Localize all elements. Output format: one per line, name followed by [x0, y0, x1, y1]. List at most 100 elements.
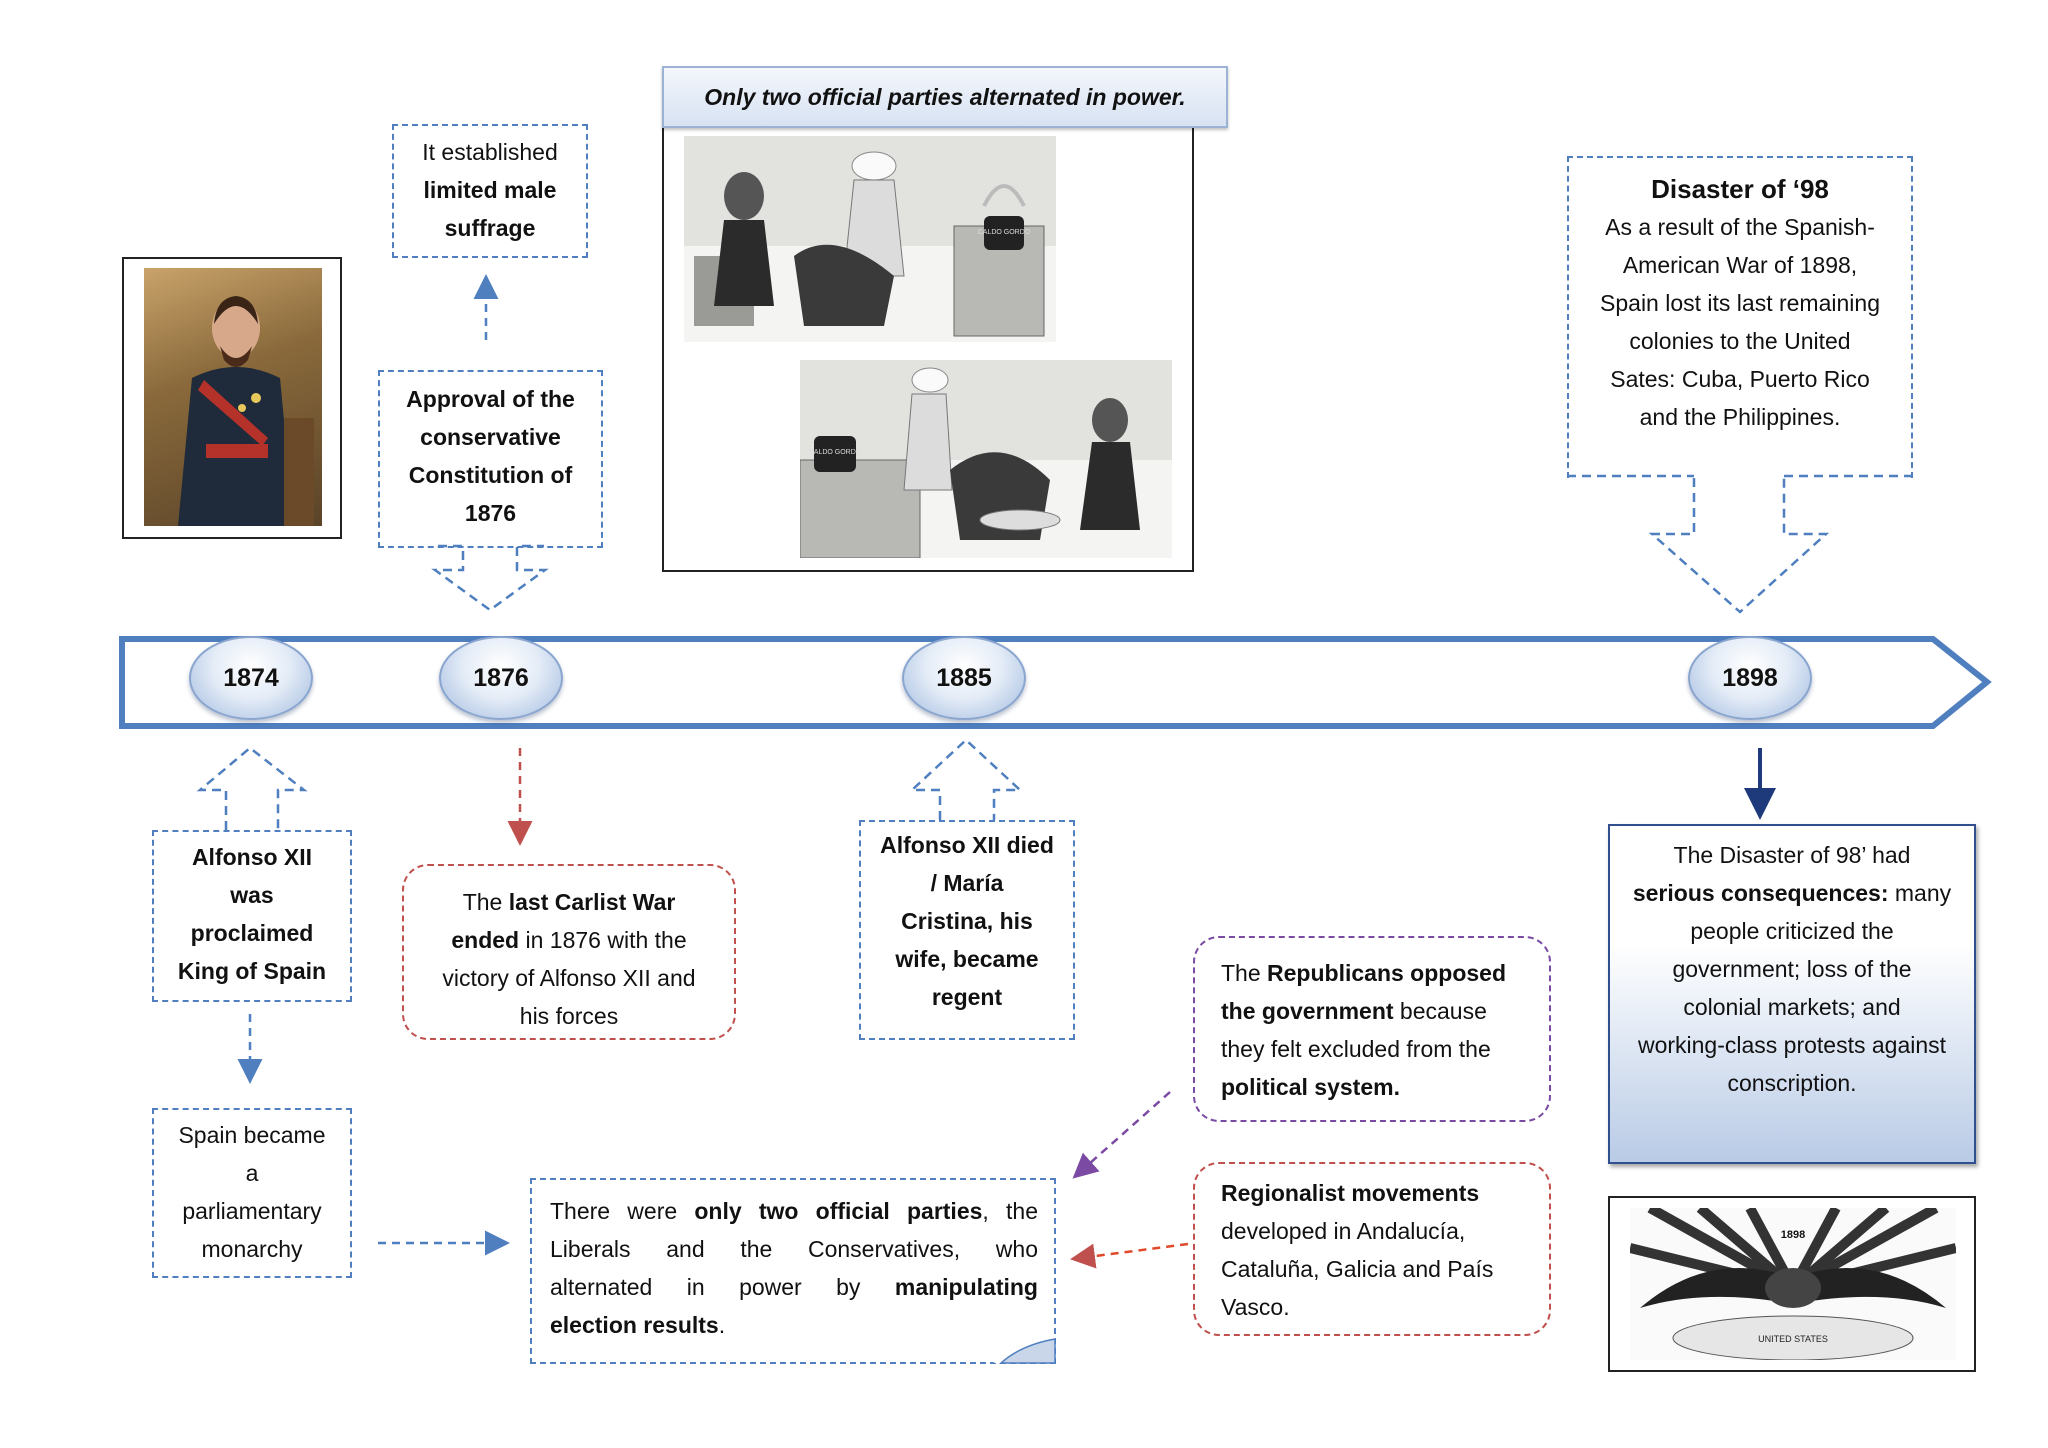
republicans-text-1: The Republicans opposed	[1221, 954, 1549, 992]
suffrage-text-3: suffrage	[444, 215, 536, 241]
regent-text-3: Cristina, his	[901, 908, 1033, 934]
carlist-text-bold: ended	[451, 927, 520, 953]
suffrage-text-2: limited male	[423, 177, 557, 203]
disaster-text-2: American War of 1898,	[1622, 252, 1858, 278]
disaster-text-4: colonies to the United	[1629, 328, 1851, 354]
caldo-label-bottom: CALDO GORDO	[809, 449, 862, 456]
carlist-text-plain: The	[462, 889, 509, 915]
constitution-text-2: conservative	[420, 424, 561, 450]
proclaimed-king-box: Alfonso XII was proclaimed King of Spain	[152, 830, 352, 1002]
parties-text-bold: only two official parties	[694, 1198, 983, 1224]
parties-text-bold: election results	[550, 1312, 719, 1338]
cartoon-image-bottom: CALDO GORDO	[800, 360, 1172, 558]
eagle-cartoon-image: 1898 UNITED STATES	[1630, 1208, 1956, 1360]
arrow-regionalist	[1070, 1242, 1189, 1269]
regent-text-2: / María	[930, 870, 1004, 896]
regent-box: Alfonso XII died / María Cristina, his w…	[859, 820, 1075, 1040]
year-label: 1876	[473, 663, 529, 692]
cartoon-caption: Only two official parties alternated in …	[662, 66, 1228, 128]
year-label: 1874	[223, 663, 279, 692]
regionalist-text-4: Vasco.	[1221, 1294, 1290, 1320]
eagle-year-text: 1898	[1781, 1229, 1805, 1241]
consequences-text-2: serious consequences: many	[1610, 874, 1974, 912]
proclaimed-text-4: King of Spain	[177, 958, 327, 984]
cartoon-frame: CALDO GORDO CALDO GORDO	[662, 120, 1194, 572]
carlist-text-bold: last Carlist War	[508, 889, 676, 915]
consequences-text-5: colonial markets; and	[1683, 994, 1901, 1020]
eagle-country-text: UNITED STATES	[1758, 1334, 1828, 1344]
republicans-text-bold: the government	[1221, 998, 1394, 1024]
year-label: 1885	[936, 663, 992, 692]
republicans-text-4: political system.	[1221, 1074, 1400, 1100]
kitchen-scene-icon: CALDO GORDO	[800, 360, 1172, 558]
parliamentary-text-1: Spain became	[178, 1122, 326, 1148]
official-parties-box: There were only two official parties, th…	[530, 1178, 1056, 1364]
parties-text-2: Liberals and the Conservatives, who	[550, 1236, 1038, 1262]
kitchen-scene-icon: CALDO GORDO	[684, 136, 1056, 342]
disaster-text-6: and the Philippines.	[1639, 404, 1841, 430]
parties-text-4: election results.	[550, 1306, 1038, 1344]
consequences-text-bold: serious consequences:	[1632, 880, 1889, 906]
hollow-arrow-1885	[908, 738, 1024, 820]
cartoon-image-top: CALDO GORDO	[684, 136, 1056, 342]
parliamentary-text-3: parliamentary	[182, 1198, 322, 1224]
regent-text-4: wife, became	[895, 946, 1039, 972]
constitution-text-3: Constitution of	[408, 462, 573, 488]
caldo-label-top: CALDO GORDO	[978, 229, 1031, 236]
disaster-title: Disaster of ‘98	[1651, 174, 1829, 204]
consequences-text-6: working-class protests against	[1637, 1032, 1947, 1058]
disaster-98-box: Disaster of ‘98 As a result of the Spani…	[1567, 156, 1913, 478]
year-node-1874: 1874	[189, 636, 313, 720]
parliamentary-monarchy-box: Spain became a parliamentary monarchy	[152, 1108, 352, 1278]
consequences-text-7: conscription.	[1727, 1070, 1857, 1096]
republicans-text-plain: The	[1221, 960, 1268, 986]
carlist-text-plain: in 1876 with the	[519, 927, 687, 953]
portrait-frame	[122, 257, 342, 539]
eagle-frame: 1898 UNITED STATES	[1608, 1196, 1976, 1372]
suffrage-text-1: It established	[422, 139, 558, 165]
parties-text-plain: alternated in power by	[550, 1274, 895, 1300]
hollow-arrow-1898	[1648, 478, 1830, 614]
constitution-text-1: Approval of the	[406, 386, 575, 412]
portrait-figure-icon	[178, 296, 314, 526]
disaster-text-1: As a result of the Spanish-	[1605, 214, 1875, 240]
parliamentary-text-2: a	[245, 1160, 259, 1186]
republicans-text-3: they felt excluded from the	[1221, 1036, 1491, 1062]
carlist-text-4: his forces	[519, 1003, 619, 1029]
disaster-text-3: Spain lost its last remaining	[1600, 290, 1880, 316]
parties-text-plain: .	[718, 1312, 726, 1338]
eagle-icon: 1898 UNITED STATES	[1630, 1208, 1956, 1360]
suffrage-box: It established limited male suffrage	[392, 124, 588, 258]
timeline-arrow	[119, 636, 1992, 729]
regionalist-box: Regionalist movements developed in Andal…	[1193, 1162, 1551, 1336]
republicans-text-2: the government because	[1221, 992, 1549, 1030]
constitution-text-4: 1876	[464, 500, 517, 526]
year-node-1876: 1876	[439, 636, 563, 720]
arrow-republicans	[1072, 1091, 1171, 1179]
carlist-text-3: victory of Alfonso XII and	[442, 965, 696, 991]
parties-text-3: alternated in power by manipulating	[550, 1268, 1038, 1306]
regionalist-text-1: Regionalist movements	[1221, 1180, 1480, 1206]
hollow-arrow-1876	[431, 544, 549, 612]
consequences-text-4: government; loss of the	[1672, 956, 1912, 982]
disaster-text-5: Sates: Cuba, Puerto Rico	[1610, 366, 1870, 392]
carlist-war-box: The last Carlist War ended in 1876 with …	[402, 864, 736, 1040]
consequences-text-3: people criticized the	[1690, 918, 1894, 944]
constitution-box: Approval of the conservative Constitutio…	[378, 370, 603, 548]
proclaimed-text-1: Alfonso XII	[191, 844, 313, 870]
parties-text-bold: manipulating	[894, 1274, 1038, 1300]
year-node-1898: 1898	[1688, 636, 1812, 720]
folded-corner-icon	[993, 1337, 1056, 1364]
parties-text-1: There were only two official parties, th…	[550, 1192, 1038, 1230]
proclaimed-text-2: was	[230, 882, 274, 908]
consequences-text-plain: many	[1888, 880, 1952, 906]
regent-text-5: regent	[931, 984, 1003, 1010]
year-node-1885: 1885	[902, 636, 1026, 720]
proclaimed-text-3: proclaimed	[190, 920, 314, 946]
republicans-text-bold: Republicans opposed	[1267, 960, 1507, 986]
republicans-text-plain: because	[1393, 998, 1487, 1024]
regent-text-1: Alfonso XII died	[880, 832, 1054, 858]
regionalist-text-3: Cataluña, Galicia and País	[1221, 1256, 1494, 1282]
alfonso-portrait-image	[144, 268, 322, 526]
